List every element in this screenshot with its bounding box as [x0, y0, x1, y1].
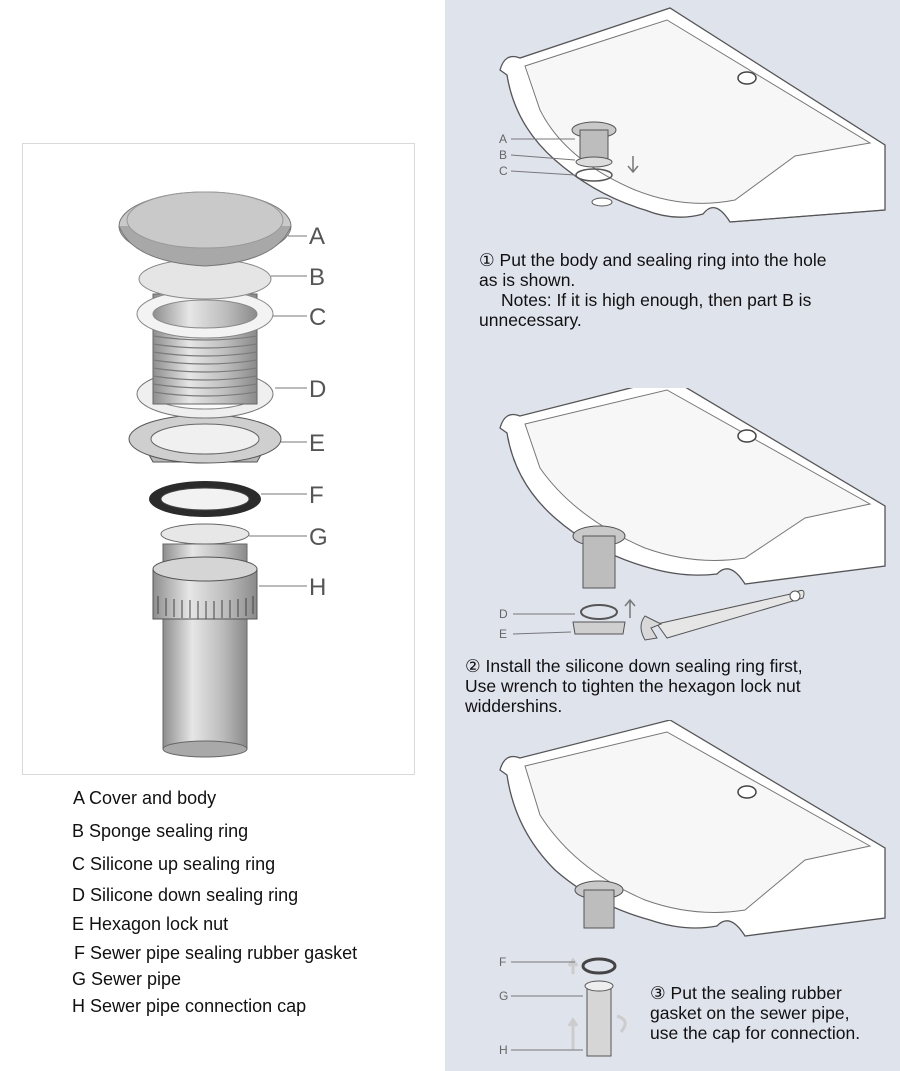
installation-steps-panel: A B C ① Put the body and sealing ring in… — [445, 0, 900, 1071]
part-label-g: G — [309, 524, 328, 551]
legend-item-a: A Cover and body — [73, 788, 217, 808]
part-label-e: E — [309, 430, 325, 457]
legend-item-e: E Hexagon lock nut — [72, 914, 229, 934]
legend-item-h: H Sewer pipe connection cap — [72, 996, 307, 1016]
step-2-line-1: ② Install the silicone down sealing ring… — [465, 656, 803, 676]
step-3-drain-parts — [567, 880, 627, 1057]
part-label-d: D — [309, 376, 326, 403]
legend-item-d: D Silicone down sealing ring — [72, 885, 299, 905]
hex-nut-part — [128, 414, 282, 464]
step-1-instructions: ① Put the body and sealing ring into the… — [479, 250, 897, 330]
step-3-basin-illustration: F G H — [499, 720, 886, 1057]
part-label-f: F — [309, 482, 324, 509]
step-2-callout-e: E — [499, 627, 507, 641]
pipe-top-ring — [160, 523, 250, 545]
step-3-callout-g: G — [499, 989, 508, 1003]
step-2-basin-illustration: D E — [499, 388, 886, 641]
legend-item-f: F Sewer pipe sealing rubber gasket — [74, 943, 358, 963]
step-3-line-1: ③ Put the sealing rubber — [650, 983, 842, 1003]
parts-exploded-illustration: A B C D E F G H — [118, 191, 328, 758]
cover-cap-part — [118, 191, 292, 267]
leader-lines — [249, 235, 307, 587]
step-2-callout-d: D — [499, 607, 508, 621]
step-1-callout-b: B — [499, 148, 507, 162]
step-3-callout-h: H — [499, 1043, 508, 1057]
legend-item-c: C Silicone up sealing ring — [72, 854, 276, 874]
part-label-b: B — [309, 264, 325, 291]
step-3-callout-f: F — [499, 955, 506, 969]
up-ring-part — [136, 289, 274, 339]
legend-item-b: B Sponge sealing ring — [72, 821, 249, 841]
part-label-a: A — [309, 223, 325, 250]
parts-diagram-panel: A B C D E F G H — [22, 143, 415, 775]
step-2-instructions: ② Install the silicone down sealing ring… — [465, 656, 897, 716]
step-1-note-line-1: Notes: If it is high enough, then part B… — [501, 290, 812, 310]
step-1-callout-c: C — [499, 164, 508, 178]
rubber-gasket-part — [149, 481, 261, 517]
part-label-h: H — [309, 574, 326, 601]
legend-item-g: G Sewer pipe — [72, 969, 182, 989]
step-1-callout-a: A — [499, 132, 507, 146]
step-2-line-3: widdershins. — [465, 696, 563, 716]
step-3-line-2: gasket on the sewer pipe, — [650, 1003, 850, 1023]
part-label-c: C — [309, 304, 326, 331]
step-2-drain-parts — [572, 525, 636, 635]
step-1-drain-parts — [571, 121, 639, 182]
wrench-icon — [640, 589, 805, 641]
step-1-line-1: ① Put the body and sealing ring into the… — [479, 250, 827, 270]
step-2-line-2: Use wrench to tighten the hexagon lock n… — [465, 676, 801, 696]
step-1-line-2: as is shown. — [479, 270, 576, 290]
step-3-line-3: use the cap for connection. — [650, 1023, 861, 1043]
step-1-basin-illustration: A B C — [499, 7, 886, 223]
connection-cap-part — [152, 556, 258, 620]
step-3-instructions: ③ Put the sealing rubber gasket on the s… — [650, 983, 898, 1043]
step-1-note-line-2: unnecessary. — [479, 310, 582, 330]
